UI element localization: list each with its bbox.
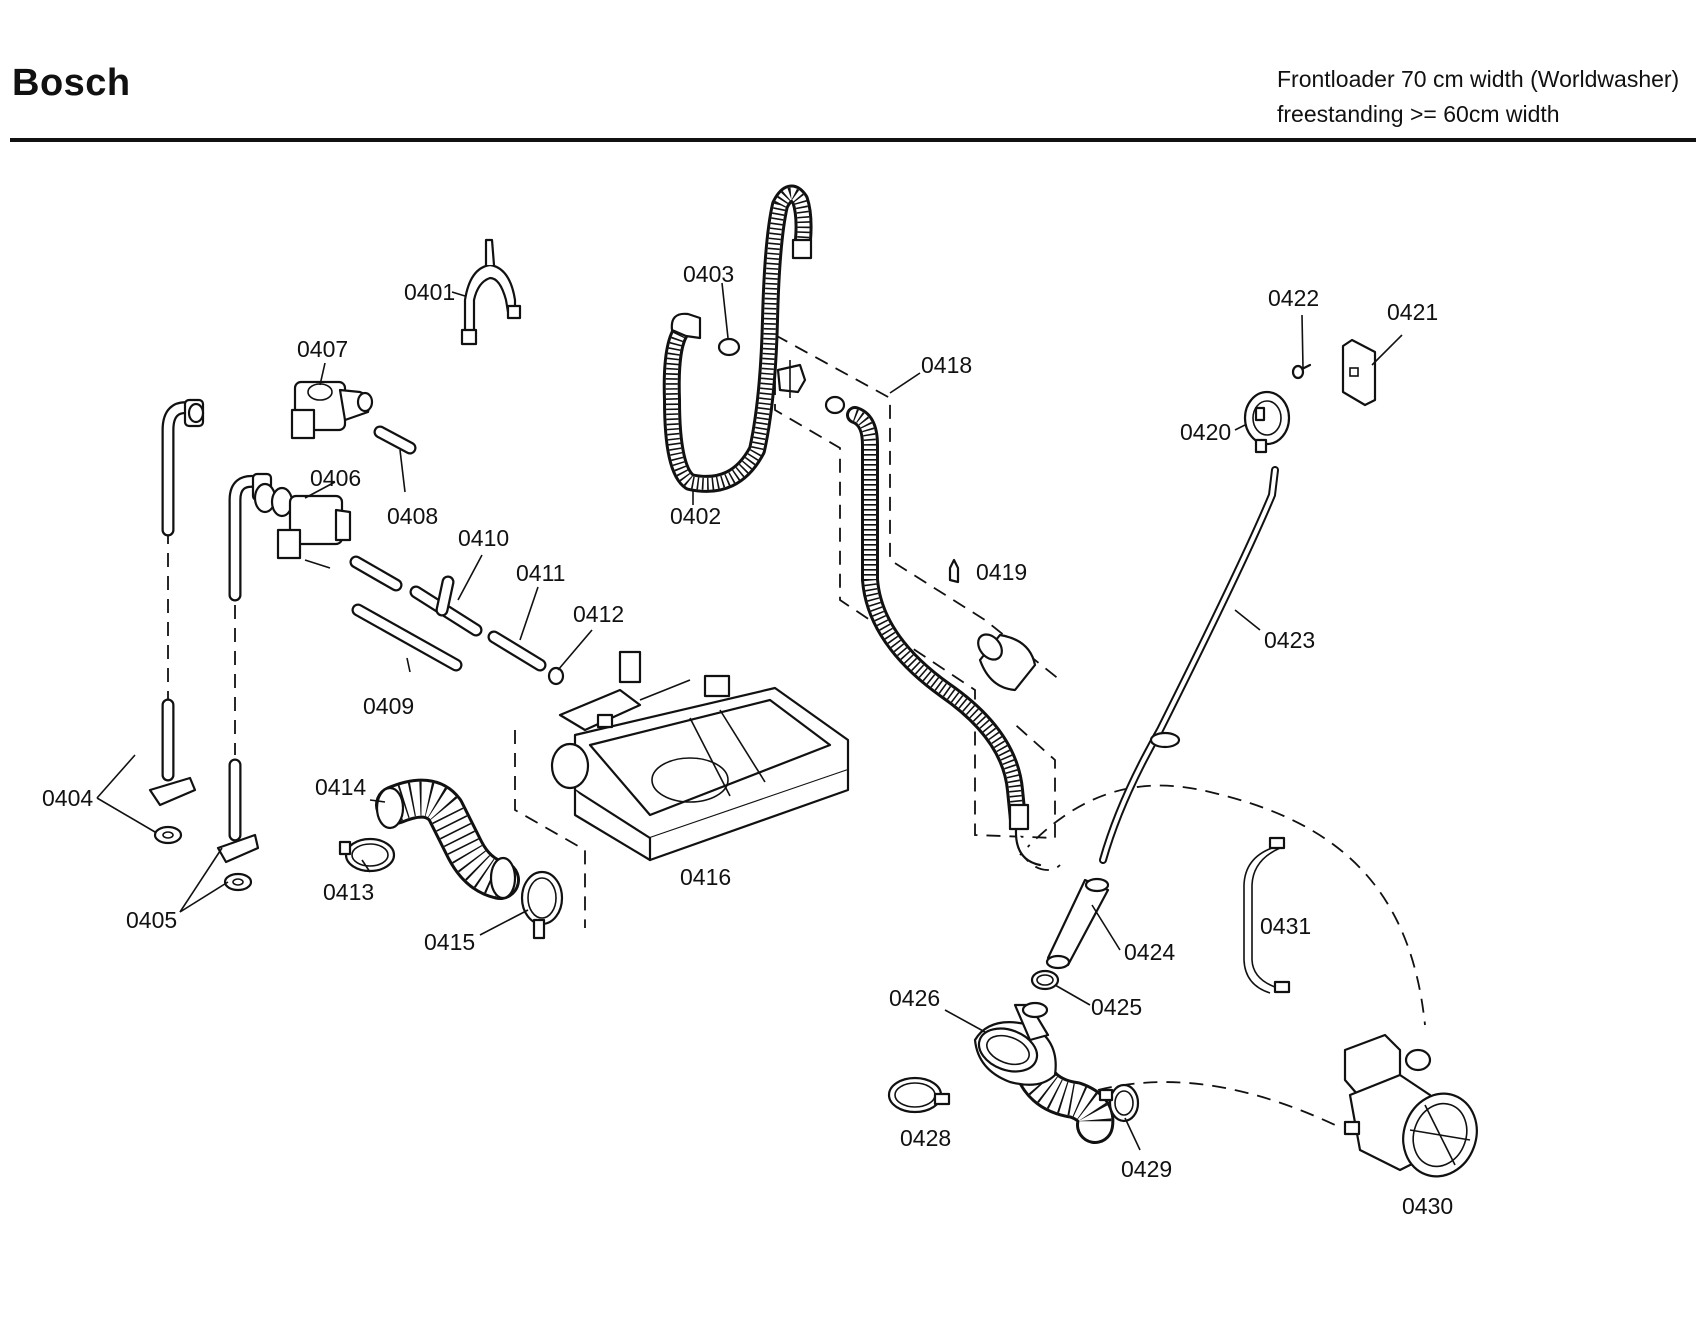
label-0403: 0403 (683, 261, 734, 287)
label-0416: 0416 (680, 864, 731, 890)
label-0424: 0424 (1124, 939, 1175, 965)
header-divider (10, 138, 1696, 142)
part-0430-drain-pump (1343, 1033, 1478, 1178)
part-0412-clip (547, 666, 565, 686)
label-0401: 0401 (404, 279, 455, 305)
label-0429: 0429 (1121, 1156, 1172, 1182)
label-0430: 0430 (1402, 1193, 1453, 1219)
part-0425-hose-clamp (1030, 969, 1060, 991)
label-0418: 0418 (921, 352, 972, 378)
part-0424-air-trap (1045, 877, 1110, 970)
label-0411: 0411 (516, 560, 565, 586)
part-0415-hose-clamp (520, 870, 564, 940)
label-0426: 0426 (889, 985, 940, 1011)
part-0420-pressure-switch (1243, 390, 1291, 454)
brand-title: Bosch (12, 62, 131, 104)
label-0406: 0406 (310, 465, 361, 491)
label-0421: 0421 (1387, 299, 1438, 325)
part-labels: 0401 0402 0403 0404 0405 0406 0407 0408 … (42, 261, 1453, 1219)
label-0414: 0414 (315, 774, 366, 800)
label-0407: 0407 (297, 336, 348, 362)
part-0426-sump-hose (973, 1001, 1115, 1144)
model-description-line-1: Frontloader 70 cm width (Worldwasher) (1277, 66, 1680, 92)
part-0418-drain-hose (776, 360, 1042, 867)
part-0407-solenoid-valve (290, 380, 374, 440)
part-0419-clip (948, 558, 960, 584)
part-0413-hose-clamp (338, 837, 396, 873)
part-0402-inlet-hose (662, 184, 813, 493)
label-0423: 0423 (1264, 627, 1315, 653)
part-0411-tube (487, 630, 547, 672)
label-0419: 0419 (976, 559, 1027, 585)
label-0410: 0410 (458, 525, 509, 551)
label-0402: 0402 (670, 503, 721, 529)
label-0413: 0413 (323, 879, 374, 905)
part-0404-hose-connector (148, 398, 205, 845)
model-description-line-2: freestanding >= 60cm width (1277, 101, 1560, 127)
label-0428: 0428 (900, 1125, 951, 1151)
part-0401-hose-holder (460, 238, 522, 346)
part-0410-y-connector (409, 575, 483, 637)
part-0416-detergent-dispenser (550, 650, 850, 862)
label-0431: 0431 (1260, 913, 1311, 939)
leader-lines (96, 282, 1403, 1151)
part-0428-hose-clamp (887, 1076, 951, 1114)
part-0408-tube (349, 425, 417, 592)
label-0415: 0415 (424, 929, 475, 955)
part-0421-bracket (1341, 338, 1377, 407)
label-0422: 0422 (1268, 285, 1319, 311)
part-sleeve (977, 633, 1037, 692)
label-0412: 0412 (573, 601, 624, 627)
label-0404: 0404 (42, 785, 93, 811)
part-0405-hose-connector (216, 472, 273, 892)
part-0409-tube (351, 603, 463, 672)
part-0406-solenoid-valve (253, 482, 352, 569)
label-0425: 0425 (1091, 994, 1142, 1020)
part-0431-cable (1243, 836, 1291, 994)
label-0408: 0408 (387, 503, 438, 529)
label-0420: 0420 (1180, 419, 1231, 445)
part-0423-pressure-tube (1099, 466, 1279, 864)
part-0422-screw (1291, 363, 1312, 380)
label-0409: 0409 (363, 693, 414, 719)
label-0405: 0405 (126, 907, 177, 933)
part-0429-hose-clamp (1098, 1083, 1140, 1123)
part-0414-bellows (375, 778, 520, 900)
